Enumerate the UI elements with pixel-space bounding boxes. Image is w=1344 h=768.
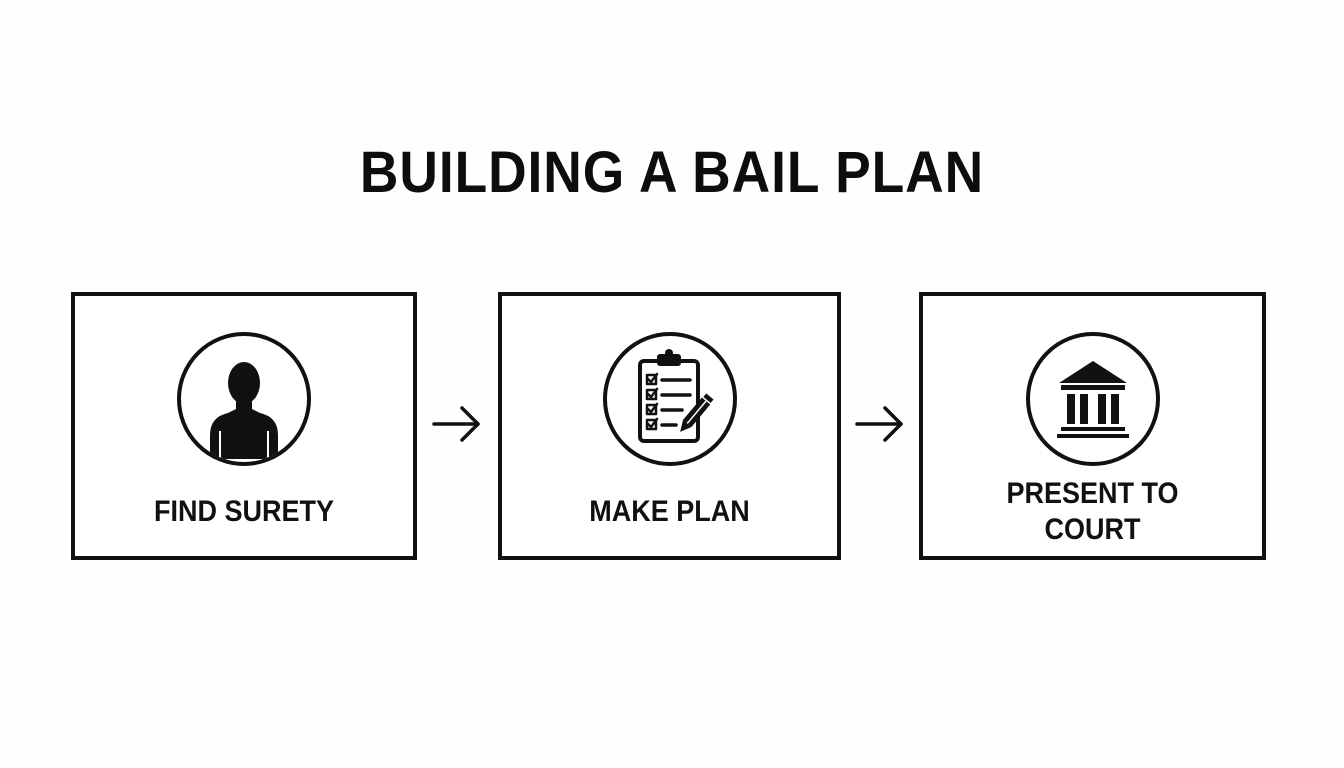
- step-box-find-surety: FIND SURETY: [71, 292, 417, 560]
- step-box-present-to-court: PRESENT TO COURT: [919, 292, 1266, 560]
- person-silhouette-icon: [177, 332, 311, 466]
- courthouse-icon: [1025, 332, 1160, 466]
- step-label: PRESENT TO COURT: [1006, 477, 1179, 546]
- step-label: MAKE PLAN: [589, 495, 750, 528]
- right-arrow-icon: [432, 406, 480, 442]
- diagram-title: BUILDING A BAIL PLAN: [359, 140, 985, 205]
- clipboard-checklist-icon: [602, 332, 737, 466]
- step-label: FIND SURETY: [153, 495, 334, 528]
- right-arrow-icon: [855, 406, 903, 442]
- step-box-make-plan: MAKE PLAN: [498, 292, 841, 560]
